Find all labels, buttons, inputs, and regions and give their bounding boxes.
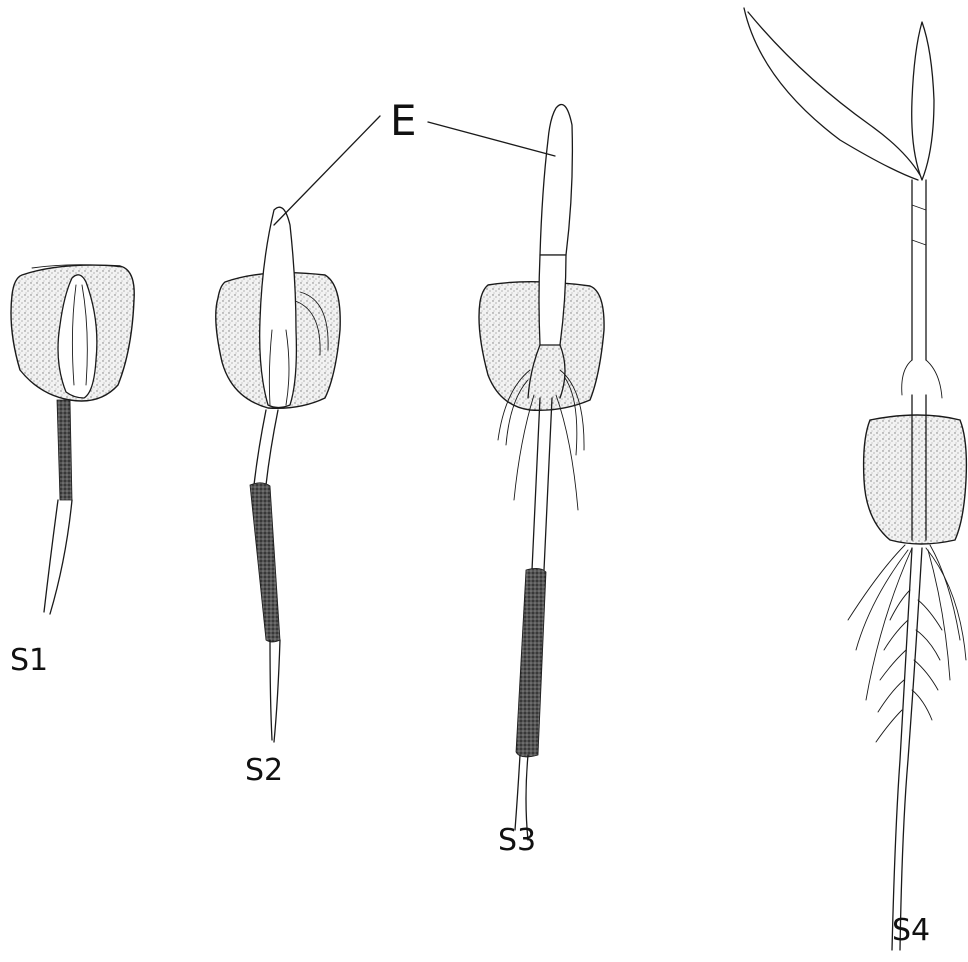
coleoptile-2 xyxy=(260,207,297,407)
stage-4-label: S4 xyxy=(892,913,930,948)
seedling-stage-1 xyxy=(11,265,134,614)
radicle-2 xyxy=(250,483,280,642)
coleoptile-4 xyxy=(912,22,934,180)
coleoptile-3 xyxy=(540,104,572,255)
seedling-stage-3 xyxy=(479,104,604,840)
seedling-stage-4 xyxy=(744,8,966,950)
stage-1-label: S1 xyxy=(10,643,48,678)
radicle-1 xyxy=(57,400,72,500)
embryo-label: E xyxy=(390,96,417,145)
stage-2-label: S2 xyxy=(245,753,283,788)
seedling-stage-2 xyxy=(216,207,340,742)
radicle-3 xyxy=(516,568,546,757)
kernel-4 xyxy=(864,415,967,544)
stage-3-label: S3 xyxy=(498,823,536,858)
leaf-blade-4 xyxy=(744,8,918,180)
